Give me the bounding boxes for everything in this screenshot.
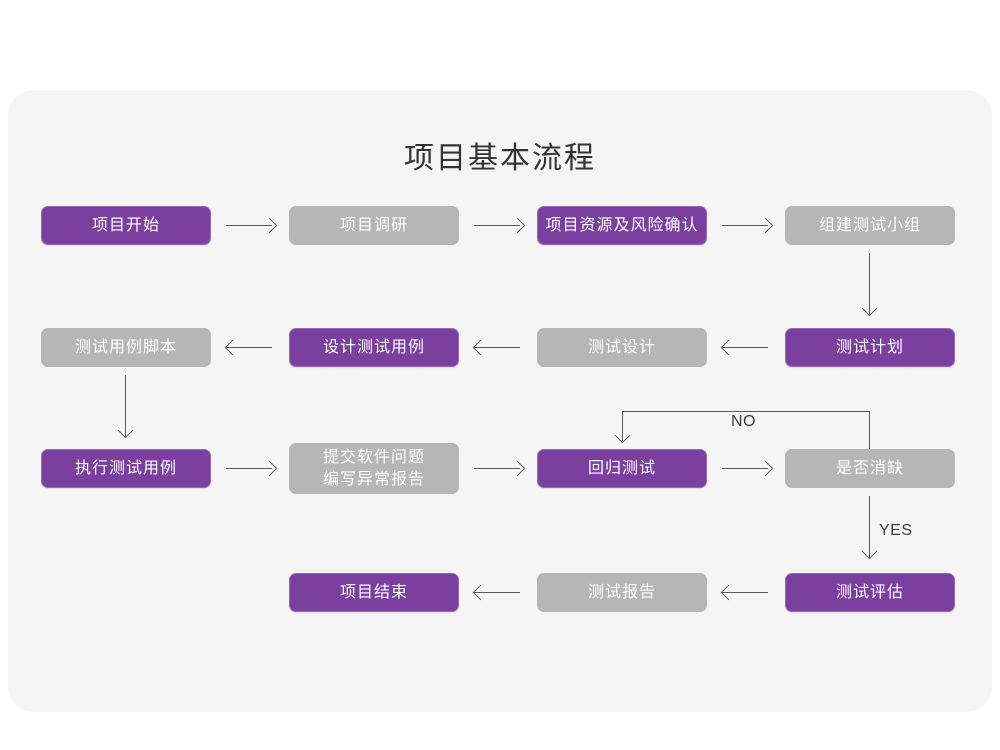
node-test-report[interactable]: 测试报告 [537, 573, 707, 612]
node-project-end[interactable]: 项目结束 [289, 573, 459, 612]
node-test-case-script[interactable]: 测试用例脚本 [41, 328, 211, 367]
edge-label-no: NO [731, 413, 756, 430]
node-project-start[interactable]: 项目开始 [41, 206, 211, 245]
node-test-design[interactable]: 测试设计 [537, 328, 707, 367]
node-test-evaluation[interactable]: 测试评估 [785, 573, 955, 612]
edge-label-yes: YES [879, 522, 913, 539]
page-title: 项目基本流程 [404, 142, 596, 175]
node-regression-test[interactable]: 回归测试 [537, 449, 707, 488]
node-execute-test-case[interactable]: 执行测试用例 [41, 449, 211, 488]
node-defect-cleared-decision[interactable]: 是否消缺 [785, 449, 955, 488]
node-design-test-case[interactable]: 设计测试用例 [289, 328, 459, 367]
node-build-test-team[interactable]: 组建测试小组 [785, 206, 955, 245]
node-resource-risk-confirm[interactable]: 项目资源及风险确认 [537, 206, 707, 245]
node-project-research[interactable]: 项目调研 [289, 206, 459, 245]
node-test-plan[interactable]: 测试计划 [785, 328, 955, 367]
diagram-canvas [8, 90, 992, 712]
node-submit-issue-write-report[interactable]: 提交软件问题 编写异常报告 [289, 443, 459, 494]
